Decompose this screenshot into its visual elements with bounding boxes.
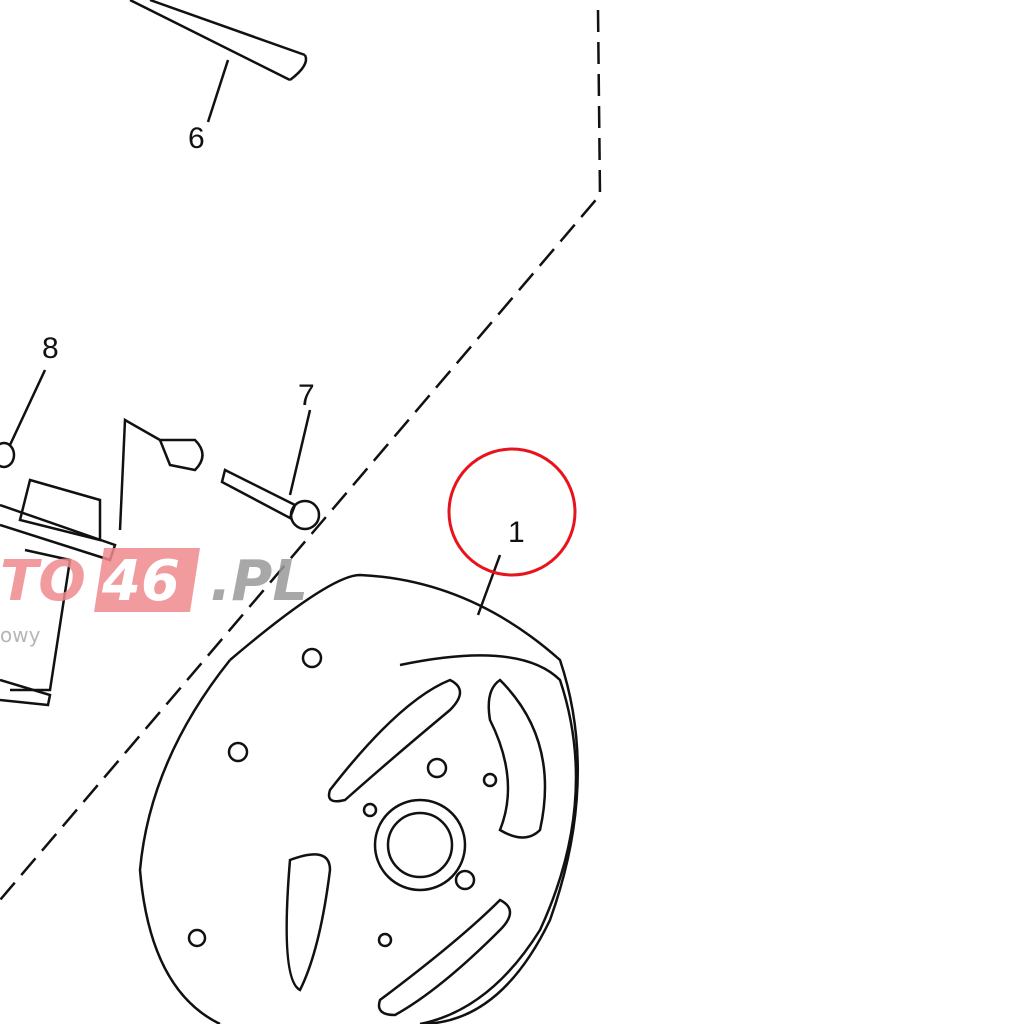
watermark-text-right: .PL — [210, 549, 308, 614]
highlight-circle — [447, 447, 577, 577]
part-6-rod — [129, 0, 308, 123]
watermark-logo: TO 46 .PL owy — [0, 548, 308, 647]
part-8-coil — [0, 369, 161, 707]
watermark-text-left: TO — [0, 549, 86, 614]
callout-7: 7 — [298, 379, 315, 412]
dashed-boundary — [0, 9, 602, 901]
part-1-flywheel — [138, 554, 579, 1024]
part-7-screw — [158, 409, 321, 531]
watermark-subtext: owy — [0, 623, 41, 647]
watermark-text-box: 46 — [101, 549, 180, 614]
callout-8: 8 — [42, 332, 59, 365]
callout-6: 6 — [188, 122, 205, 155]
callout-1: 1 — [508, 516, 525, 549]
